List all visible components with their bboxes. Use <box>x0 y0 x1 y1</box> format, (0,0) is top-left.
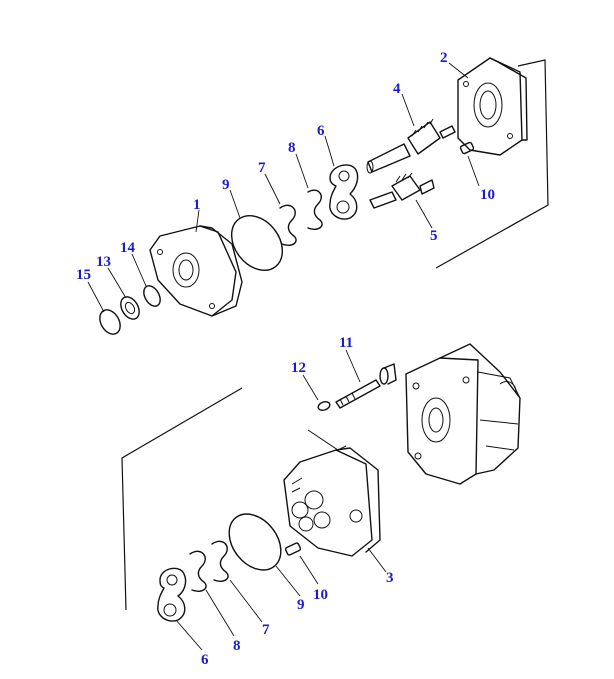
callout-8-bottom: 8 <box>233 638 241 654</box>
top-frame-line <box>435 59 549 269</box>
callout-1: 1 <box>193 197 201 213</box>
callout-7-bottom: 7 <box>262 622 270 638</box>
callout-7-top: 7 <box>258 160 266 176</box>
callout-8-top: 8 <box>288 140 296 156</box>
part-14-snap-ring <box>143 285 161 307</box>
callout-4: 4 <box>393 81 401 97</box>
callout-6-bottom: 6 <box>201 652 209 668</box>
part-9-o-ring-bottom <box>228 513 282 571</box>
part-2-rear-housing <box>457 57 528 156</box>
callout-13: 13 <box>96 254 111 270</box>
callout-12: 12 <box>291 360 306 376</box>
part-10-dowel-pin-bottom <box>284 542 302 556</box>
part-3-gear-housing <box>283 447 381 557</box>
part-5-driven-gear <box>369 172 435 209</box>
part-1-front-cover <box>149 225 243 317</box>
callout-15: 15 <box>76 267 91 283</box>
callout-14: 14 <box>120 240 136 256</box>
part-12-washer <box>317 401 331 411</box>
callout-5: 5 <box>430 228 438 244</box>
callout-6-top: 6 <box>317 123 325 139</box>
callout-10-top: 10 <box>480 187 495 203</box>
part-7-seal-top <box>279 204 297 246</box>
part-4-drive-gear-shaft <box>366 118 456 174</box>
callout-10-bottom: 10 <box>313 587 328 603</box>
callout-3: 3 <box>386 570 394 586</box>
part-8-backup-ring-bottom <box>189 550 207 592</box>
bottom-frame-line <box>121 387 243 611</box>
assembled-pump-illustration <box>405 343 521 485</box>
callout-11: 11 <box>339 335 353 351</box>
part-9-o-ring-top <box>230 215 284 271</box>
callout-9-top: 9 <box>222 177 230 193</box>
part-10-dowel-pin-top <box>459 141 475 155</box>
part-6-thrust-plate-top <box>329 164 359 220</box>
part-7-seal-bottom <box>211 540 229 582</box>
callout-9-bottom: 9 <box>297 597 305 613</box>
callout-labels: 1 2 3 4 5 6 6 7 7 8 8 9 9 10 10 11 12 13… <box>76 50 495 668</box>
leader-lines <box>87 62 480 651</box>
part-6-thrust-plate-bottom <box>157 567 187 622</box>
callout-2: 2 <box>440 50 448 66</box>
part-11-bolt <box>335 363 397 409</box>
bottom-frame-step <box>307 429 347 451</box>
part-8-backup-ring-top <box>307 189 323 230</box>
part-15-retaining-ring <box>99 309 121 335</box>
part-13-oil-seal <box>120 296 140 320</box>
